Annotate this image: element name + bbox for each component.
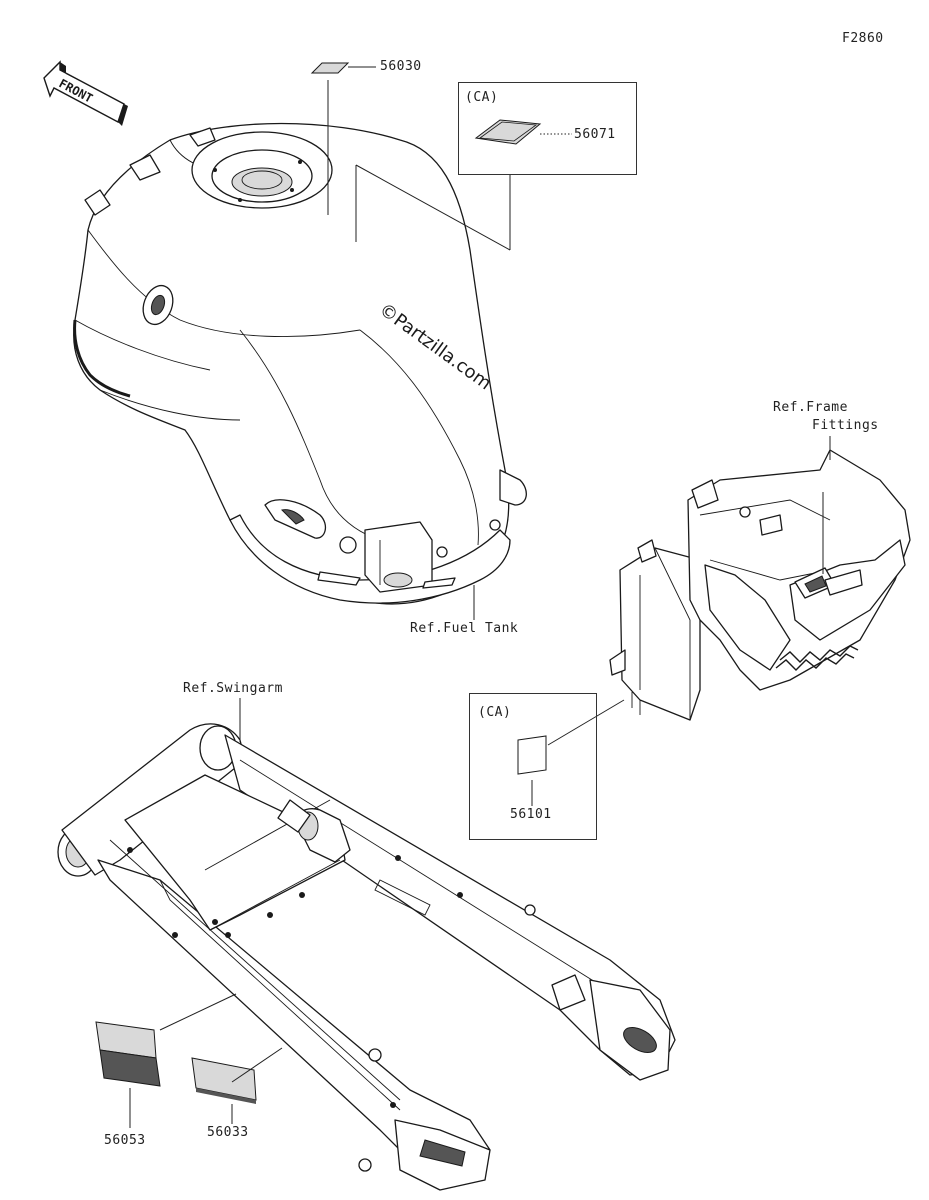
ref-swingarm-label: Ref.Swingarm	[183, 681, 283, 696]
label-56033-sticker	[191, 1057, 257, 1104]
ref-fuel-tank-label: Ref.Fuel Tank	[410, 621, 519, 636]
part-number-56071[interactable]: 56071	[574, 127, 616, 142]
ref-frame-fittings-label-line2: Fittings	[812, 418, 879, 433]
label-56101-sticker	[517, 735, 547, 775]
part-number-56053[interactable]: 56053	[104, 1133, 146, 1148]
part-number-56030[interactable]: 56030	[380, 59, 422, 74]
label-56030-sticker	[310, 62, 350, 74]
part-number-56033[interactable]: 56033	[207, 1125, 249, 1140]
swingarm-drawing	[57, 723, 676, 1191]
frame-fittings-drawing	[609, 449, 911, 721]
callout-tag-middle: (CA)	[478, 705, 512, 720]
part-number-56101[interactable]: 56101	[510, 807, 552, 822]
callout-box-ca-top	[458, 82, 637, 175]
leader-lines	[129, 66, 831, 1128]
callout-tag-top: (CA)	[465, 90, 499, 105]
ref-frame-fittings-label-line1: Ref.Frame	[773, 400, 848, 415]
callout-box-ca-middle	[469, 693, 597, 840]
figure-id: F2860	[842, 31, 884, 46]
label-56053-sticker	[95, 1021, 161, 1087]
front-direction-arrow-icon: FRONT	[43, 60, 128, 126]
fuel-tank-drawing	[73, 122, 527, 605]
label-56071-sticker	[474, 119, 542, 145]
